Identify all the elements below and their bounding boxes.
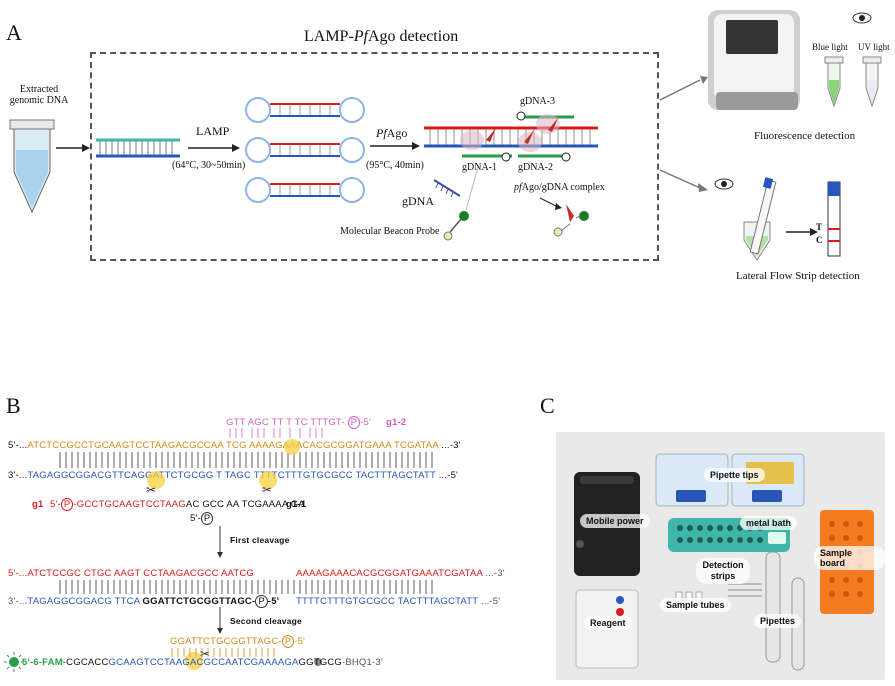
uv-light-label: UV light xyxy=(858,42,890,52)
gdna-icon xyxy=(433,179,461,198)
first-cleavage-label: First cleavage xyxy=(230,535,290,545)
pfago-complex-icon xyxy=(553,204,589,237)
fc-bottom-strand: 3'-...TAGAGGCGGACG TTCA GGATTCTGCGGTTAGC… xyxy=(8,595,280,608)
pfago-gdna-complex-label: pfAgo/gDNA complex xyxy=(514,182,605,193)
sample-tubes-label: Sample tubes xyxy=(660,598,731,612)
fc-bottom-strand-right: TTTTCTTTGTGCGCC TACTTTAGCTATT ...-5' xyxy=(296,596,501,607)
second-cleavage-label: Second cleavage xyxy=(230,616,302,626)
probe-strand: 5'-6-FAM-CGCACCGCAAGTCCTAAGACGCCAATCGAAA… xyxy=(22,657,383,668)
detection-strips-label: Detection strips xyxy=(696,558,750,584)
sc-guide: GGATTCTGCGGTTAGC-P-5' xyxy=(170,635,306,648)
extracted-dna-label: Extracted genomic DNA xyxy=(9,84,69,106)
pipettes-label: Pipettes xyxy=(754,614,802,628)
strip-t-label: T xyxy=(816,222,823,232)
g1-1-label: g1-1 xyxy=(286,499,307,510)
gdna-2-label: gDNA-2 xyxy=(518,162,553,173)
fluorescence-device-icon xyxy=(708,10,800,110)
equipment-photo: Mobile power Pipette tips metal bath Sam… xyxy=(556,432,885,680)
g1-2-label: g1-2 xyxy=(386,417,407,428)
bottom-strand: 3'-...TAGAGGCGGACGTTCAGGATTCTGCGG T TAGC… xyxy=(8,470,459,481)
sample-tube-icon xyxy=(9,119,55,214)
lamp-pfago-frame xyxy=(90,52,659,261)
reagent-label: Reagent xyxy=(584,616,632,630)
strip-c-label: C xyxy=(816,235,823,245)
p5-label: 5'-P xyxy=(190,512,214,525)
dsdna-icon xyxy=(96,138,180,158)
lateral-flow-tube-icon xyxy=(743,177,777,261)
fluorescence-label: Fluorescence detection xyxy=(754,130,856,142)
molecular-beacon-label: Molecular Beacon Probe xyxy=(340,226,440,237)
sc-bonds xyxy=(171,648,275,657)
molecular-beacon-icon xyxy=(443,211,469,241)
ds-bonds-2 xyxy=(59,580,433,594)
lateral-flow-label: Lateral Flow Strip detection xyxy=(736,270,860,282)
pfago-label: PfAgo xyxy=(376,126,408,140)
blue-light-tube-icon xyxy=(824,56,844,108)
g1-label: g1 xyxy=(32,499,44,510)
eye-icon-2 xyxy=(714,178,734,190)
fc-top-strand-right: AAAAGAAACACGCGGATGAAATCGATAA ...-3' xyxy=(296,568,505,579)
gdna-3-label: gDNA-3 xyxy=(520,96,555,107)
mobile-power-label: Mobile power xyxy=(580,514,650,528)
gdna-label: gDNA xyxy=(402,194,434,208)
top-strand: 5'-...ATCTCCGCCTGCAAGTCCTAAGACGCCAA TCG … xyxy=(8,440,461,451)
panel-a-title: LAMP-PfAgo detection xyxy=(300,28,463,46)
panel-b-letter: B xyxy=(6,393,21,418)
lamp-conditions: (64°C, 30~50min) xyxy=(172,160,246,171)
target-dna-icon xyxy=(424,111,598,162)
pipette-tips-label: Pipette tips xyxy=(704,468,765,482)
uv-light-tube-icon xyxy=(862,56,882,108)
ds-bonds-1 xyxy=(59,452,433,468)
panel-c-letter: C xyxy=(540,393,555,418)
fam-fluorophore-icon xyxy=(4,652,24,672)
pfago-conditions: (95°C, 40min) xyxy=(366,160,424,171)
gdna-1-label: gDNA-1 xyxy=(462,162,497,173)
g1-guide: 5'-P-GCCTGCAAGTCCTAAGAC GCC AA TCGAAAA G… xyxy=(50,498,305,511)
fc-top-strand: 5'-...ATCTCCGC CTGC AAGT CCTAAGACGCC AAT… xyxy=(8,568,254,579)
lamp-product-icons xyxy=(245,97,365,203)
metal-bath-label: metal bath xyxy=(740,516,798,530)
sample-board-label: Sample board xyxy=(814,546,885,570)
scissors-icon-1: ✂ xyxy=(146,483,156,497)
panel-a-letter: A xyxy=(6,20,22,45)
eye-icon xyxy=(852,12,872,24)
blue-light-label: Blue light xyxy=(812,42,848,52)
bhq-quencher-icon xyxy=(314,658,322,666)
scissors-icon-3: ✂ xyxy=(200,647,210,661)
g1-2-bonds xyxy=(229,428,323,438)
test-strip-icon xyxy=(827,181,841,257)
g1-2-guide: GTT AGC TT T TC TTTGT- P-5' xyxy=(226,416,372,429)
lamp-label: LAMP xyxy=(196,124,230,138)
scissors-icon-2: ✂ xyxy=(262,483,272,497)
